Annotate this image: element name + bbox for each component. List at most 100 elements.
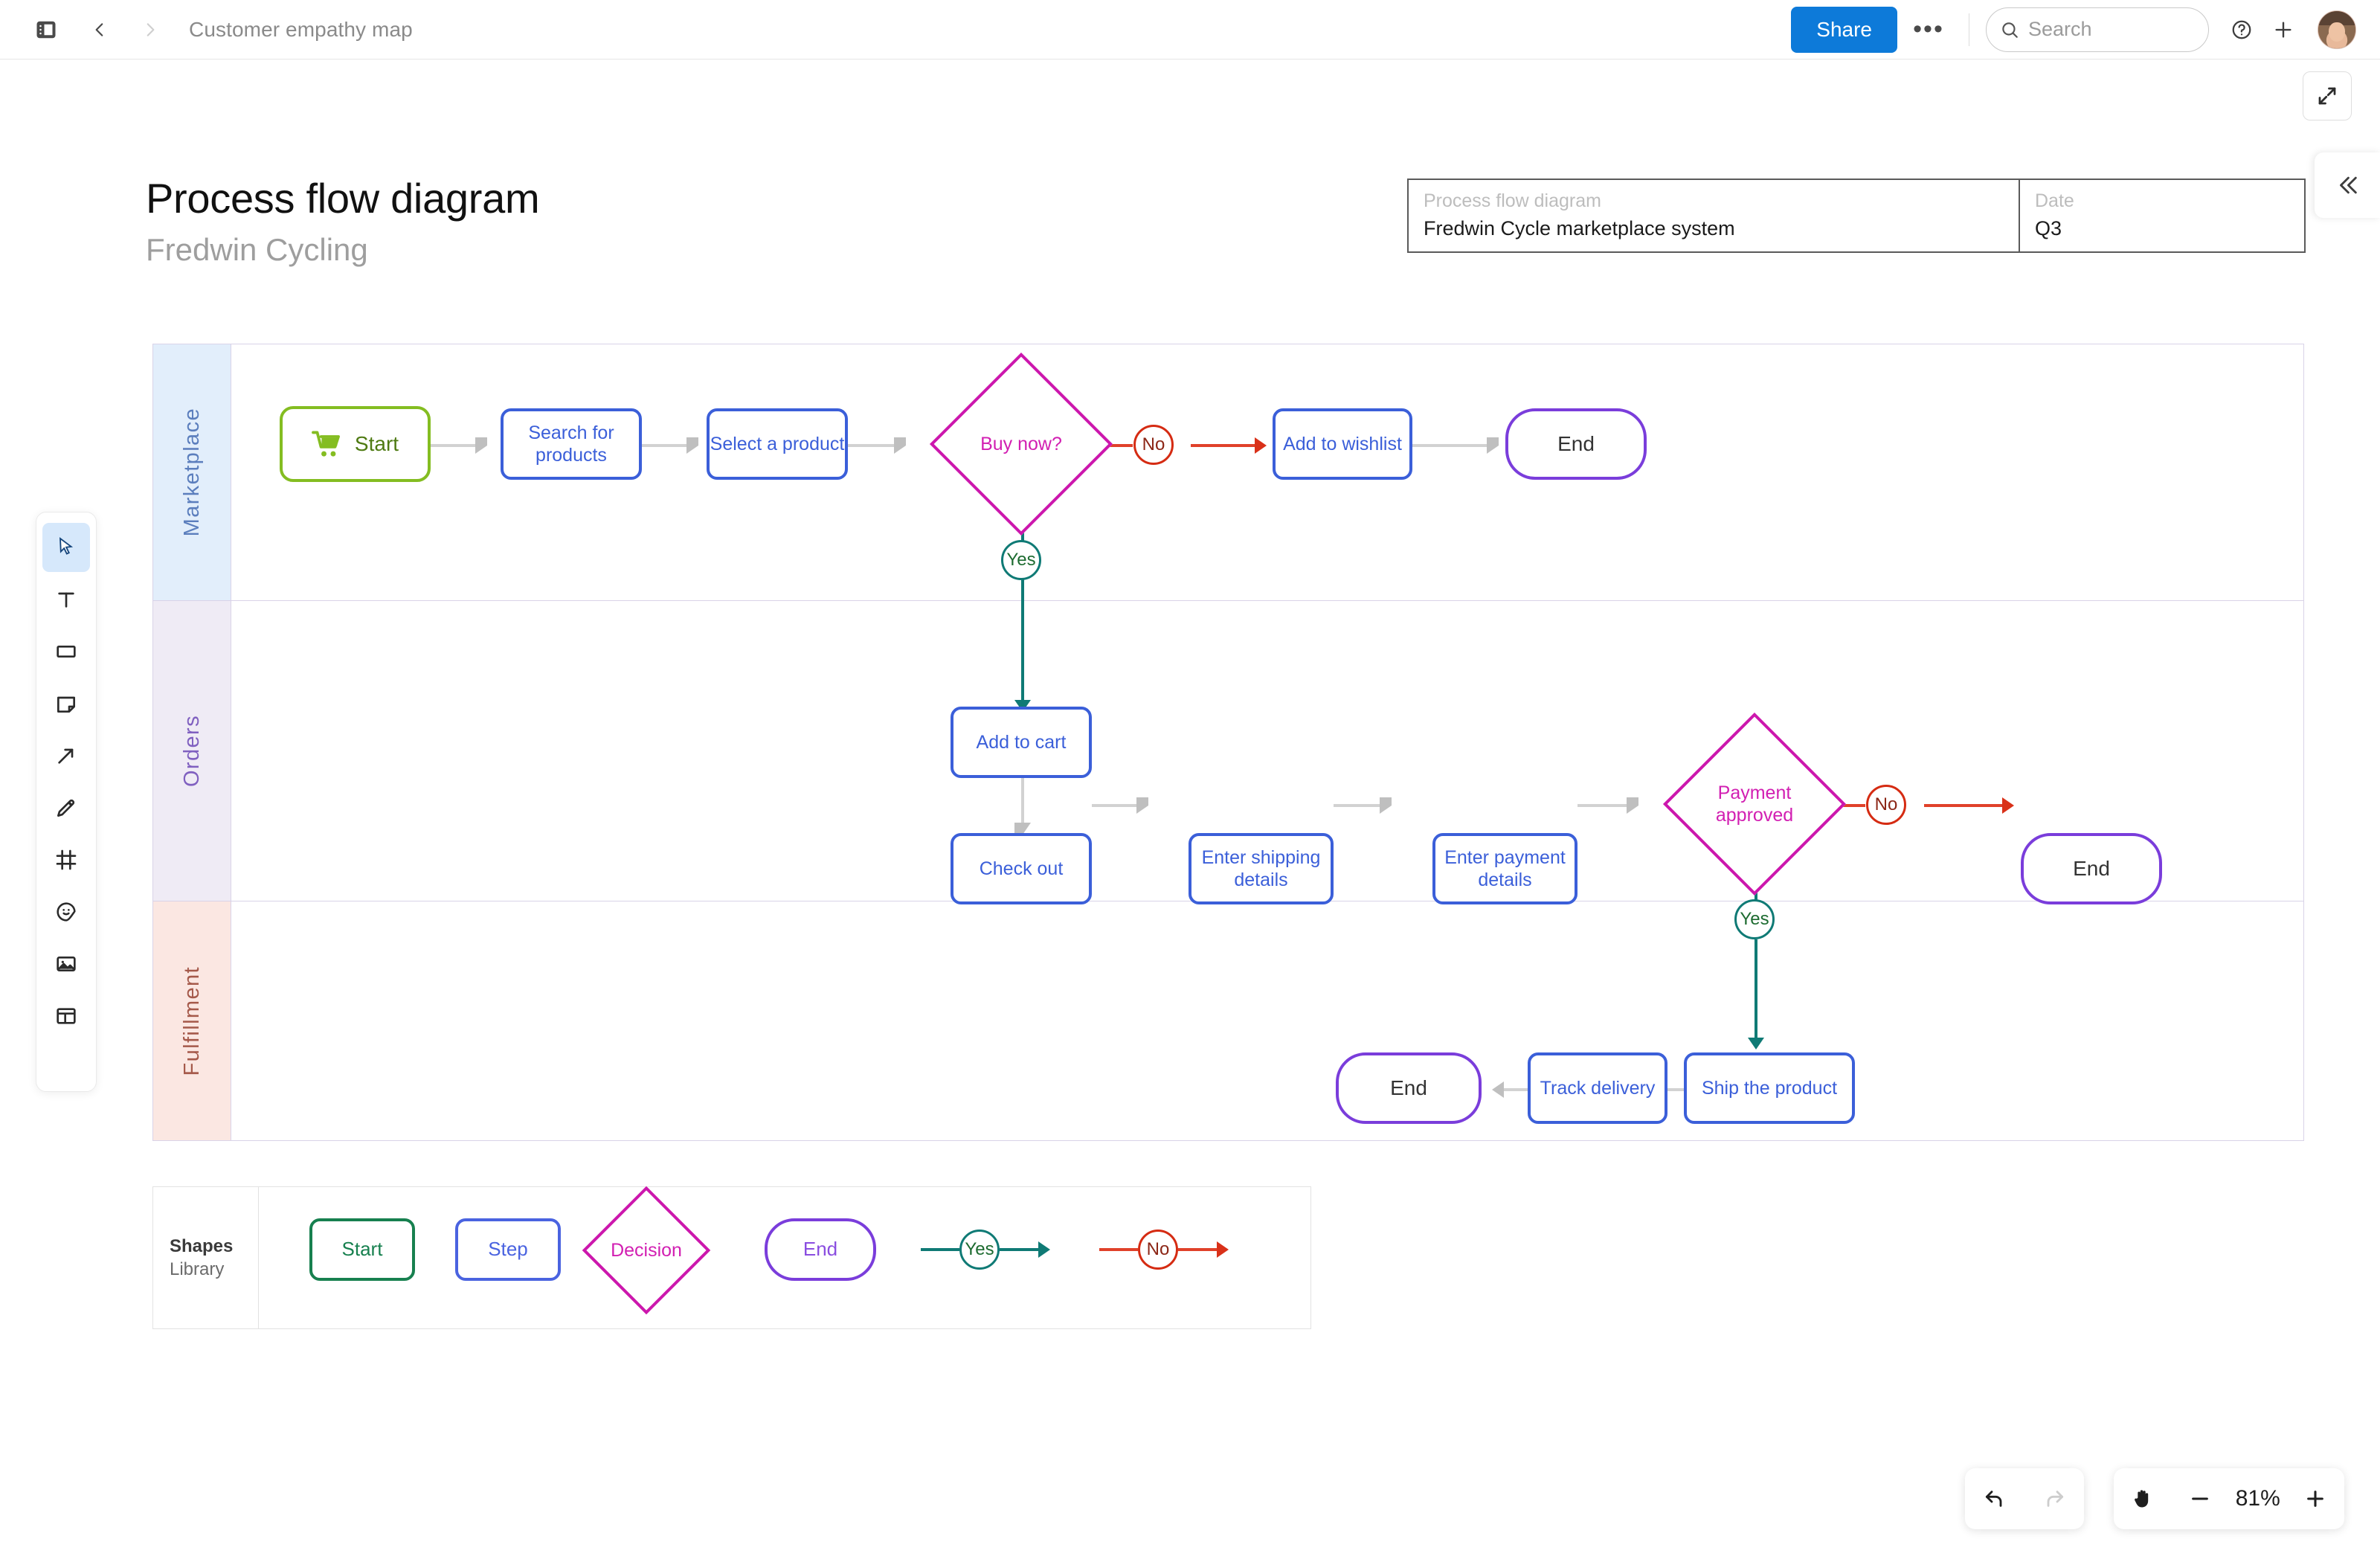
left-toolbar — [36, 512, 97, 1092]
cursor-arrow-icon — [59, 537, 74, 555]
node-start[interactable]: Start — [280, 406, 431, 482]
legend-arrow-no — [1217, 1241, 1229, 1258]
arrow-checkout-to-shipping — [1136, 797, 1148, 814]
zoom-level[interactable]: 81% — [2235, 1486, 2280, 1511]
pen-tool[interactable] — [42, 783, 90, 832]
legend-title: Shapes — [170, 1235, 234, 1256]
legend-connector-yes-left — [921, 1248, 959, 1251]
node-ship-the-product[interactable]: Ship the product — [1684, 1052, 1855, 1124]
node-end-wishlist[interactable]: End — [1505, 408, 1647, 480]
connector-no-to-wishlist — [1191, 444, 1255, 447]
info-date-value: Q3 — [2035, 217, 2062, 240]
arrow-diagonal-icon — [58, 748, 74, 764]
legend-badge-no[interactable]: No — [1138, 1229, 1178, 1270]
connector-payment-to-approved — [1577, 804, 1627, 807]
connector-select-to-decision — [848, 444, 894, 447]
layout-template-icon — [57, 1008, 76, 1024]
chevron-right-icon[interactable] — [129, 9, 171, 51]
legend-start-label: Start — [341, 1238, 383, 1261]
rectangle-icon — [57, 646, 76, 658]
ellipsis-icon[interactable]: ••• — [1913, 15, 1944, 43]
arrow-shipping-to-payment — [1380, 797, 1392, 814]
legend-item-start[interactable]: Start — [309, 1218, 415, 1281]
chevron-left-icon[interactable] — [79, 9, 120, 51]
sidebar-panel-icon[interactable] — [25, 9, 67, 51]
shapes-library-legend: Shapes Library Start Step Decision End Y… — [152, 1186, 1311, 1329]
plus-icon[interactable] — [2262, 9, 2304, 51]
lane-body-fulfillment — [231, 901, 2303, 1140]
sticker-tool[interactable] — [42, 887, 90, 936]
sticky-tool[interactable] — [42, 679, 90, 728]
undo-button[interactable] — [1972, 1476, 2017, 1522]
info-cell-date[interactable]: Date Q3 — [2020, 180, 2304, 251]
fullscreen-button[interactable] — [2303, 71, 2352, 120]
legend-item-end[interactable]: End — [765, 1218, 876, 1281]
legend-item-step[interactable]: Step — [455, 1218, 561, 1281]
badge-payment-yes[interactable]: Yes — [1734, 899, 1775, 939]
zoom-in-button[interactable] — [2293, 1476, 2338, 1522]
arrow-wishlist-to-end — [1487, 437, 1499, 454]
badge-payment-no[interactable]: No — [1866, 785, 1906, 825]
node-select-a-product-label: Select a product — [710, 433, 845, 454]
redo-button[interactable] — [2032, 1476, 2077, 1522]
arrow-addtocart-to-checkout — [1014, 823, 1031, 835]
frame-tool[interactable] — [42, 835, 90, 884]
node-enter-payment-details[interactable]: Enter payment details — [1432, 833, 1577, 904]
connector-yes-to-addtocart — [1021, 579, 1024, 700]
search-placeholder: Search — [2028, 18, 2092, 40]
swimlane-fulfillment: Fulfillment — [153, 901, 2303, 1140]
help-circle-icon[interactable] — [2221, 9, 2262, 51]
collapse-panel-button[interactable] — [2315, 152, 2380, 218]
badge-payment-yes-label: Yes — [1740, 909, 1769, 929]
node-add-to-cart[interactable]: Add to cart — [951, 707, 1092, 778]
zoom-out-button[interactable] — [2178, 1476, 2222, 1522]
undo-arrow-icon — [1985, 1491, 2002, 1507]
legend-badge-yes[interactable]: Yes — [959, 1229, 1000, 1270]
shape-tool[interactable] — [42, 627, 90, 676]
lane-header-orders[interactable]: Orders — [153, 601, 231, 901]
share-button[interactable]: Share — [1791, 6, 1897, 53]
node-buy-now-decision[interactable]: Buy now? — [929, 352, 1113, 536]
breadcrumb[interactable]: Customer empathy map — [189, 17, 413, 41]
arrow-yes-to-ship — [1748, 1038, 1764, 1049]
node-ship-the-product-label: Ship the product — [1701, 1077, 1838, 1099]
top-bar: Customer empathy map Share ••• Search — [0, 0, 2380, 60]
template-tool[interactable] — [42, 991, 90, 1041]
node-add-to-wishlist-label: Add to wishlist — [1283, 433, 1402, 454]
node-check-out[interactable]: Check out — [951, 833, 1092, 904]
node-search-for-products-label: Search for products — [528, 422, 614, 466]
node-end-payment[interactable]: End — [2021, 833, 2162, 904]
node-select-a-product[interactable]: Select a product — [707, 408, 848, 480]
search-icon — [2002, 22, 2018, 38]
image-tool[interactable] — [42, 939, 90, 989]
select-tool[interactable] — [42, 523, 90, 572]
node-buy-now-label: Buy now? — [980, 434, 1062, 454]
lane-label-fulfillment: Fulfillment — [179, 965, 204, 1076]
node-payment-approved-decision[interactable]: Payment approved — [1662, 712, 1847, 896]
hand-tool-button[interactable] — [2120, 1476, 2165, 1522]
node-track-delivery[interactable]: Track delivery — [1528, 1052, 1667, 1124]
info-cell-name[interactable]: Process flow diagram Fredwin Cycle marke… — [1409, 180, 2020, 251]
arrow-select-to-decision — [894, 437, 906, 454]
search-input[interactable]: Search — [1986, 7, 2209, 52]
node-enter-shipping-details[interactable]: Enter shipping details — [1189, 833, 1334, 904]
lane-header-fulfillment[interactable]: Fulfillment — [153, 901, 231, 1140]
connector-tool[interactable] — [42, 731, 90, 780]
connector-track-to-end — [1504, 1088, 1550, 1091]
text-tool[interactable] — [42, 575, 90, 624]
avatar[interactable] — [2318, 10, 2356, 49]
badge-buy-now-no[interactable]: No — [1133, 425, 1174, 465]
node-enter-payment-details-label: Enter payment details — [1444, 846, 1566, 891]
node-search-for-products[interactable]: Search for products — [501, 408, 642, 480]
node-add-to-wishlist[interactable]: Add to wishlist — [1273, 408, 1412, 480]
node-track-delivery-label: Track delivery — [1540, 1077, 1656, 1099]
connector-no-to-end-payment — [1924, 804, 2002, 807]
lane-header-marketplace[interactable]: Marketplace — [153, 344, 231, 600]
legend-item-decision[interactable]: Decision — [582, 1186, 711, 1315]
badge-buy-now-no-label: No — [1142, 434, 1165, 454]
badge-buy-now-yes[interactable]: Yes — [1001, 540, 1041, 580]
arrow-start-to-search — [475, 437, 487, 454]
node-end-delivery[interactable]: End — [1336, 1052, 1482, 1124]
hand-pan-icon — [2134, 1490, 2148, 1508]
zoom-controls-group: 81% — [2114, 1468, 2344, 1529]
